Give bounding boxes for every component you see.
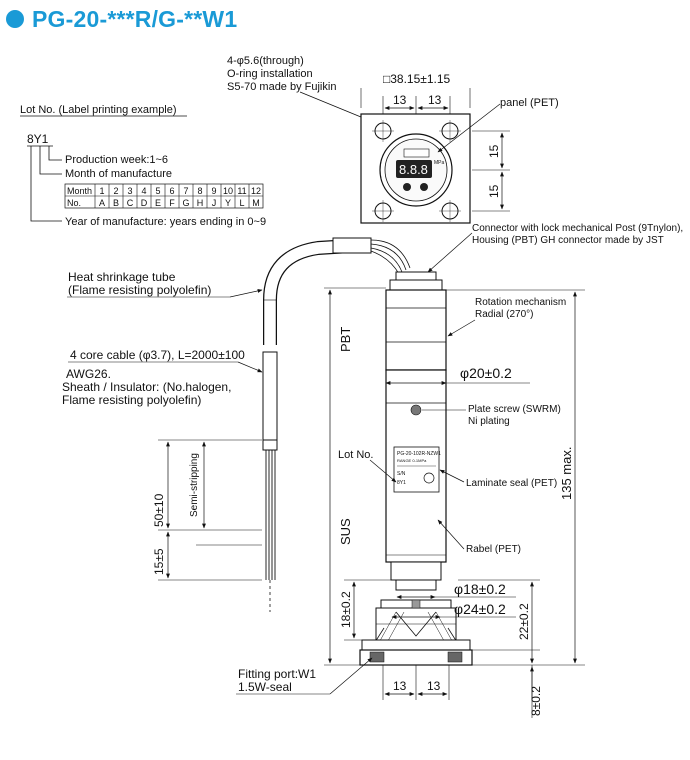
table-month-cell: 5 <box>155 186 160 196</box>
semi-stripping-label: Semi-stripping <box>189 453 200 517</box>
dim-phi24: φ24±0.2 <box>454 601 506 617</box>
heat-shrink-line2: (Flame resisting polyolefin) <box>68 283 211 297</box>
table-code-cell: H <box>197 198 204 208</box>
dim-22: 22±0.2 <box>517 603 531 640</box>
rotation-line1: Rotation mechanism <box>475 297 566 308</box>
dim-8: 8±0.2 <box>529 686 543 716</box>
table-code-cell: C <box>127 198 134 208</box>
title-bullet-icon <box>6 10 24 28</box>
lot-heading: Lot No. (Label printing example) <box>20 104 177 116</box>
bottom-dim-left: 13 <box>393 679 407 693</box>
sus-label: SUS <box>338 518 353 545</box>
v-dim-top: 15 <box>487 144 501 158</box>
diameter-20-label: φ20±0.2 <box>460 365 512 381</box>
holes-note-line2: O-ring installation <box>227 68 313 80</box>
rotation-line2: Radial (270°) <box>475 309 533 320</box>
dim-18-height: 18±0.2 <box>339 591 353 628</box>
table-month-cell: 3 <box>127 186 132 196</box>
sensor-body: Connector with lock mechanical Post (9Tn… <box>324 223 683 666</box>
heat-shrink-line1: Heat shrinkage tube <box>68 270 176 284</box>
top-view: 4-φ5.6(through) O-ring installation S5-7… <box>227 55 559 224</box>
core-cable-line3: Sheath / Insulator: (No.halogen, <box>62 380 231 394</box>
page-title: PG-20-***R/G-**W1 <box>6 4 237 34</box>
plate-screw-icon <box>410 404 422 416</box>
table-code-cell: E <box>155 198 161 208</box>
lcd-screen <box>396 160 432 178</box>
laminate-seal-label: Laminate seal (PET) <box>466 478 557 489</box>
bottom-dim-right: 13 <box>427 679 441 693</box>
cable: Heat shrinkage tube (Flame resisting pol… <box>62 237 411 612</box>
table-month-cell: 9 <box>211 186 216 196</box>
table-month-cell: 1 <box>99 186 104 196</box>
v-dim-bottom: 15 <box>487 184 501 198</box>
dim-50: 50±10 <box>152 493 166 527</box>
lot-no-pointer-label: Lot No. <box>338 449 373 461</box>
label-model: PG-20-102R-NZW1 <box>397 451 441 457</box>
top-half-dim-left: 13 <box>393 93 407 107</box>
core-cable-line4: Flame resisting polyolefin) <box>62 393 201 407</box>
dim-15: 15±5 <box>152 548 166 575</box>
table-month-cell: 12 <box>251 186 261 196</box>
height-135-label: 135 max. <box>559 447 574 500</box>
pbt-section <box>385 289 447 371</box>
table-code-cell: F <box>169 198 175 208</box>
core-cable-line1: 4 core cable (φ3.7), L=2000±100 <box>70 348 245 362</box>
label-sn: S/N <box>397 471 406 477</box>
button-icon <box>403 183 411 191</box>
table-code-cell: A <box>99 198 105 208</box>
table-code-cell: B <box>113 198 119 208</box>
holes-note-line1: 4-φ5.6(through) <box>227 55 304 67</box>
core-cable-line2: AWG26. <box>66 367 111 381</box>
plate-screw-line1: Plate screw (SWRM) <box>468 404 561 415</box>
table-month-cell: 8 <box>197 186 202 196</box>
label-range: RANGE 0-1MPa <box>397 458 427 463</box>
lot-code: 8Y1 <box>27 132 49 146</box>
table-month-cell: 6 <box>169 186 174 196</box>
table-header-month: Month <box>67 186 92 196</box>
table-code-cell: G <box>182 198 189 208</box>
table-month-cell: 7 <box>183 186 188 196</box>
pbt-label: PBT <box>338 327 353 352</box>
panel-label: panel (PET) <box>500 97 559 109</box>
table-month-cell: 11 <box>237 186 246 196</box>
label-lot: 8Y1 <box>397 480 406 486</box>
table-code-cell: Y <box>225 198 231 208</box>
table-header-no: No. <box>67 198 81 208</box>
table-code-cell: J <box>212 198 217 208</box>
width-dimension: □38.15±1.15 <box>383 72 451 86</box>
fitting-port-line1: Fitting port:W1 <box>238 667 316 681</box>
fitting-port-line2: 1.5W-seal <box>238 680 292 694</box>
plate-screw-line2: Ni plating <box>468 416 510 427</box>
table-code-cell: D <box>141 198 148 208</box>
dim-phi18: φ18±0.2 <box>454 581 506 597</box>
lot-number-section: Lot No. (Label printing example) 8Y1 Pro… <box>20 104 266 228</box>
rabel-label: Rabel (PET) <box>466 544 521 555</box>
connector-line1: Connector with lock mechanical Post (9Tn… <box>472 223 683 234</box>
production-week-label: Production week:1~6 <box>65 154 168 166</box>
table-month-cell: 10 <box>223 186 233 196</box>
table-month-cell: 2 <box>113 186 118 196</box>
table-code-cell: M <box>252 198 260 208</box>
fitting: 18±0.2 φ18±0.2 φ24±0.2 22±0.2 8±0.2 13 1… <box>236 579 543 718</box>
lcd-digits: 8.8.8 <box>399 162 428 177</box>
table-code-cell: L <box>239 198 244 208</box>
product-label <box>393 446 440 493</box>
month-label: Month of manufacture <box>65 168 172 180</box>
year-label: Year of manufacture: years ending in 0~9 <box>65 216 266 228</box>
table-month-cell: 4 <box>141 186 146 196</box>
title-text: PG-20-***R/G-**W1 <box>32 5 238 32</box>
ce-mark-icon <box>423 472 435 484</box>
button-icon <box>420 183 428 191</box>
connector-line2: Housing (PBT) GH connector made by JST <box>472 235 664 246</box>
mpa-unit: MPa <box>434 160 445 166</box>
top-half-dim-right: 13 <box>428 93 442 107</box>
holes-note-line3: S5-70 made by Fujikin <box>227 81 336 93</box>
